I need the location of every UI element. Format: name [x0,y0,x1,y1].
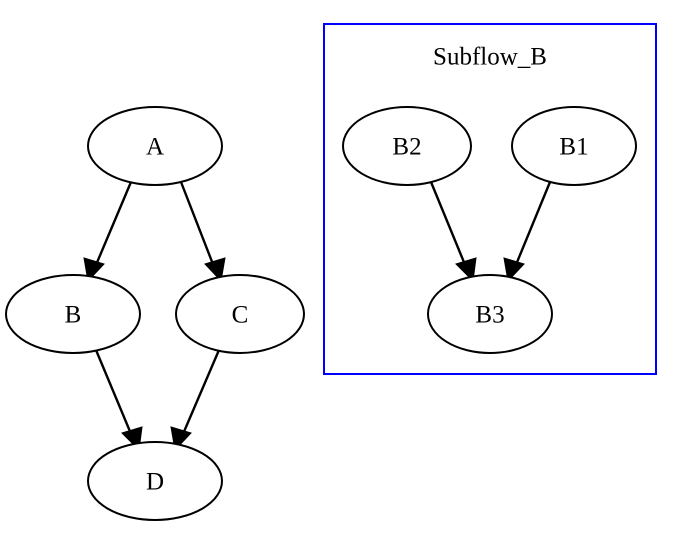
node-b1[interactable]: B1 [511,106,637,186]
node-c[interactable]: C [175,274,305,354]
node-b3[interactable]: B3 [427,274,553,354]
edge-a-b-line [91,181,133,273]
node-a-shape [87,106,223,186]
edge-c-d[interactable] [170,349,221,452]
edge-b2-b3-line [429,181,470,273]
edge-c-d-line [178,349,221,442]
node-c-shape [175,274,305,354]
cluster-subflow-b-label: Subflow_B [433,44,547,71]
node-b1-shape [511,106,637,186]
node-b2[interactable]: B2 [342,106,472,186]
edge-b-d-line [94,349,136,442]
edge-a-c-line [179,181,218,273]
edge-b2-b3-arrowhead [455,257,477,283]
edge-b2-b3[interactable] [429,181,477,283]
node-d-shape [87,441,223,521]
node-a[interactable]: A [87,106,223,186]
node-b2-shape [342,106,472,186]
edge-b1-b3-line [511,181,552,273]
cluster-subflow-b-border [323,23,657,375]
edge-a-b[interactable] [83,181,133,283]
edge-a-c[interactable] [179,181,226,283]
edge-b1-b3-arrowhead [503,257,525,283]
cluster-subflow-b[interactable]: Subflow_B [323,23,657,375]
node-b[interactable]: B [5,274,141,354]
edge-a-c-arrowhead [204,257,226,283]
edge-b-d[interactable] [94,349,143,452]
node-d[interactable]: D [87,441,223,521]
node-b3-shape [427,274,553,354]
node-b-shape [5,274,141,354]
edge-b1-b3[interactable] [503,181,552,283]
